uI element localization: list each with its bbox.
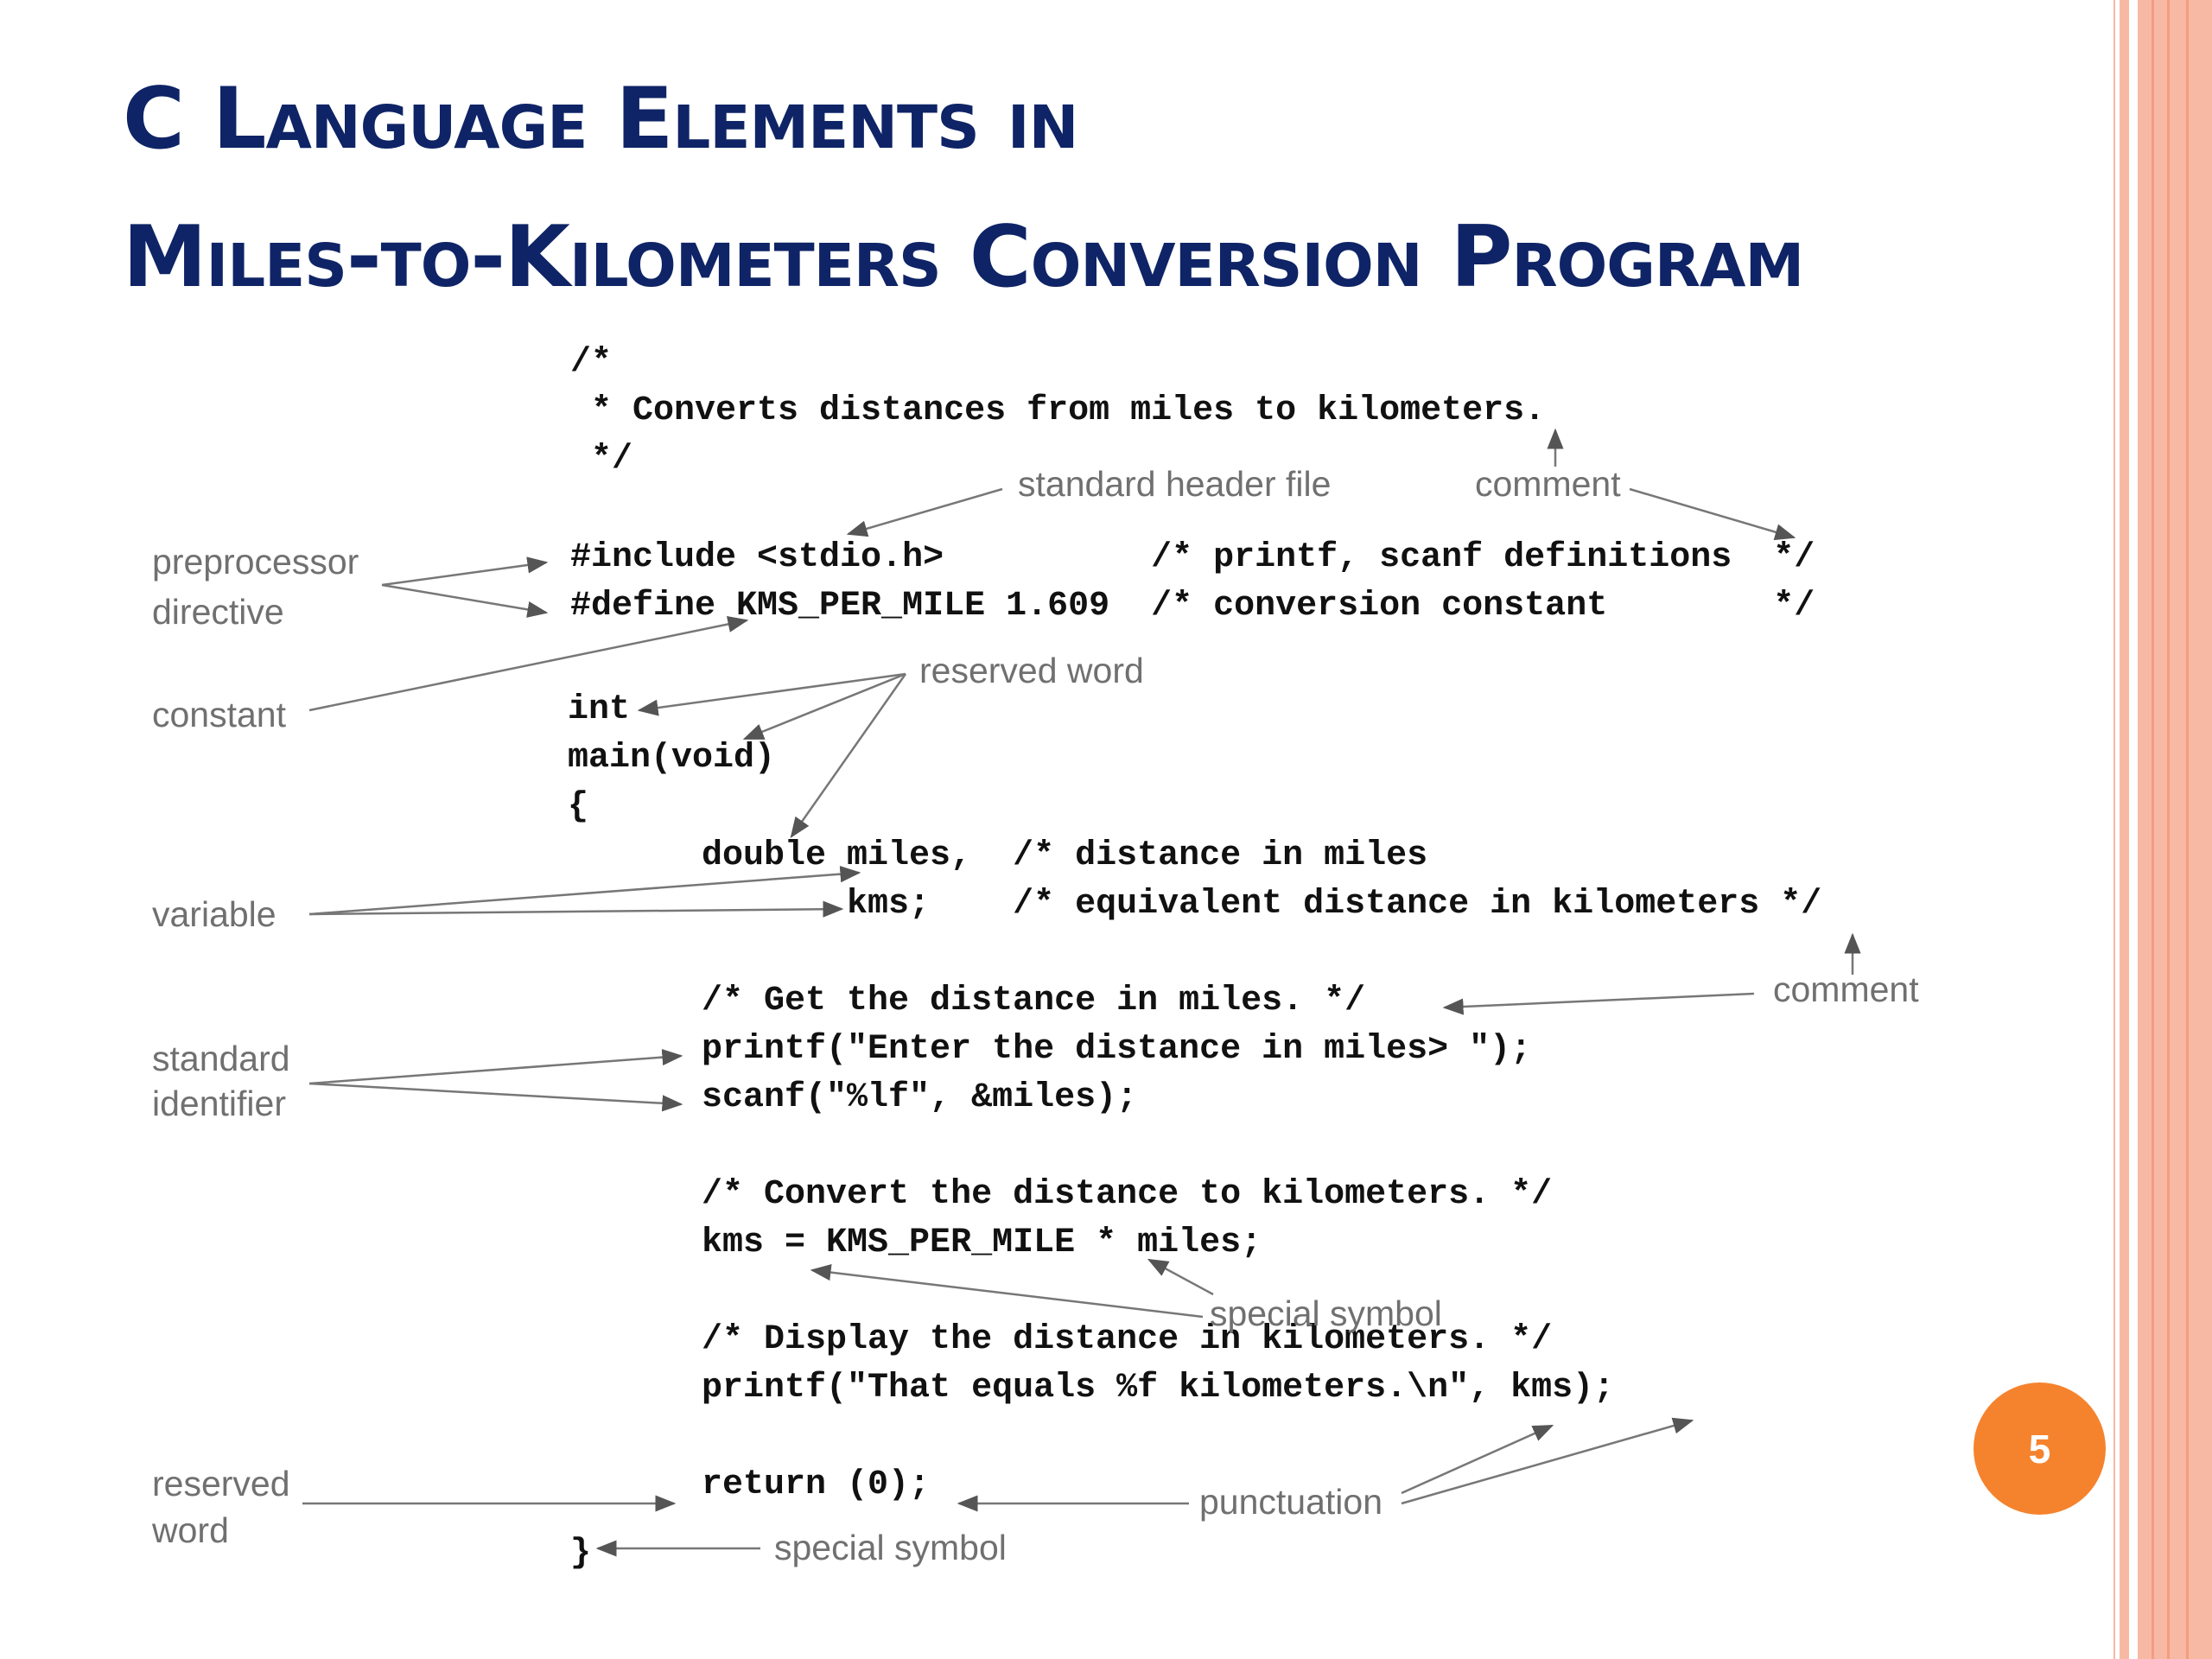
label-preprocessor-directive: preprocessor directive (152, 542, 359, 632)
label-comment-top: comment (1475, 464, 1621, 504)
label-comment-right: comment (1773, 969, 1919, 1009)
code-main-declaration: int main(void) { (568, 690, 776, 826)
arrow-special-equals (810, 1264, 1204, 1319)
code-closing-brace: } (570, 1534, 592, 1573)
border-stripe (2167, 0, 2170, 1659)
arrow-preprocessor-define (381, 583, 549, 618)
border-stripe (2186, 0, 2189, 1659)
arrow-punctuation-comma (1401, 1424, 1554, 1495)
label-punctuation: punctuation (1199, 1482, 1383, 1522)
code-header-comment: /* * Converts distances from miles to ki… (570, 343, 1546, 479)
arrow-variable-kms (308, 900, 844, 918)
label-constant: constant (152, 695, 286, 734)
arrow-comment-right-left (1442, 992, 1755, 1015)
page-number: 5 (2028, 1426, 2051, 1471)
label-special-symbol-mid: special symbol (1210, 1294, 1442, 1333)
label-special-symbol-bottom: special symbol (774, 1528, 1007, 1567)
page-number-badge: 5 (1974, 1382, 2106, 1515)
code-main-body: double miles, /* distance in miles kms; … (702, 836, 1822, 1504)
label-standard-header-file: standard header file (1018, 464, 1332, 504)
label-variable: variable (152, 894, 276, 934)
label-reserved-word-bottom: reserved word (152, 1464, 290, 1550)
arrow-constant (308, 615, 749, 712)
label-reserved-word-top: reserved word (919, 651, 1144, 690)
arrow-identifier-printf (308, 1049, 683, 1085)
arrow-reserved-double (790, 673, 907, 838)
arrow-special-multiply (1147, 1258, 1214, 1296)
arrow-reserved-int (637, 672, 906, 716)
arrow-reserved-void (742, 672, 906, 741)
arrow-variable-miles (308, 866, 861, 916)
border-stripe (2120, 0, 2129, 1659)
page-title: C Language Elements in Miles-to-Kilomete… (123, 50, 1804, 327)
title-line-2: Miles-to-Kilometers Conversion Program (123, 208, 1804, 307)
border-stripe (2113, 0, 2115, 1659)
arrow-header-file (846, 487, 1003, 537)
code-preprocessor-directives: #include <stdio.h> /* printf, scanf defi… (570, 538, 1815, 626)
border-stripe (2152, 0, 2154, 1659)
arrow-punctuation-semicolon (1401, 1417, 1694, 1505)
arrow-preprocessor-include (381, 556, 549, 587)
border-stripe (2138, 0, 2212, 1659)
arrow-comment-top-right (1629, 487, 1796, 541)
arrow-identifier-scanf (308, 1082, 683, 1112)
label-standard-identifier: standard identifier (152, 1039, 290, 1123)
title-line-1: C Language Elements in (123, 70, 1078, 168)
